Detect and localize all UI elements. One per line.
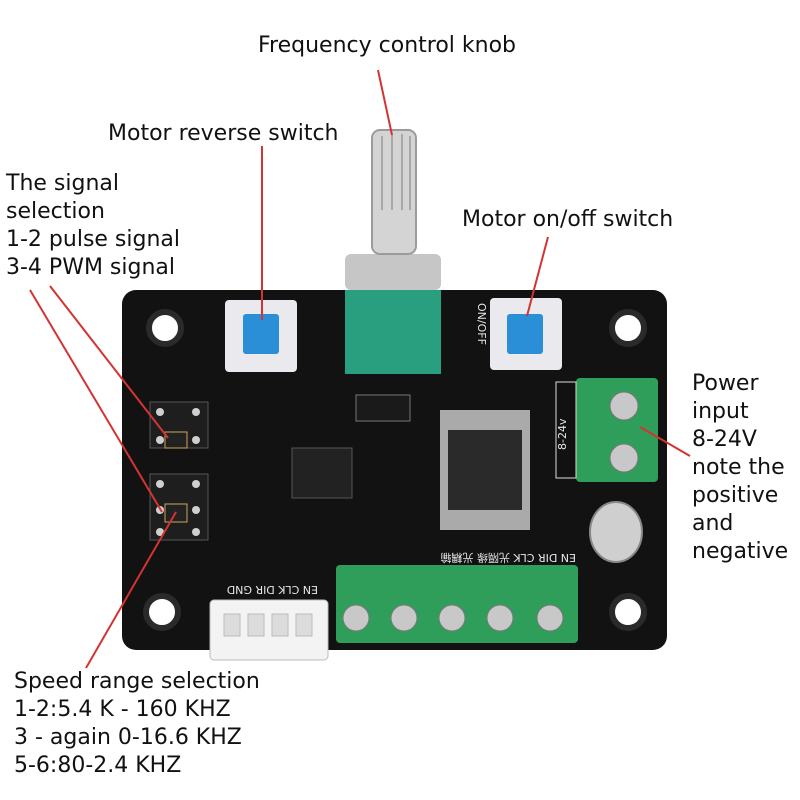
signal-jumper[interactable] <box>149 401 209 449</box>
reverse-switch-button[interactable] <box>243 314 279 354</box>
label-power-input: Power input 8-24V note the positive and … <box>692 371 789 564</box>
onoff-switch-button[interactable] <box>507 314 543 354</box>
capacitor-c6 <box>589 501 643 563</box>
silk-header: EN CLK DIR GND <box>227 583 318 596</box>
potentiometer-base <box>345 290 441 374</box>
chip-u1 <box>291 447 353 499</box>
label-frequency-knob: Frequency control knob <box>258 33 517 58</box>
silk-onoff: ON/OFF <box>475 303 488 345</box>
pcb-board <box>122 290 667 650</box>
label-signal-selection: The signal selection 1-2 pulse signal 3-… <box>6 171 181 280</box>
component-t050 <box>355 394 411 422</box>
silk-terminals: EN DIR CLK 光隔缘 光耦输 <box>440 551 576 565</box>
signal-terminal-block[interactable] <box>336 565 578 643</box>
label-speed-range: Speed range selection 1-2:5.4 K - 160 KH… <box>14 669 260 778</box>
potentiometer-nut <box>345 254 441 290</box>
label-reverse-switch: Motor reverse switch <box>108 121 339 146</box>
mounting-holes <box>143 309 647 631</box>
silk-power: 8-24v <box>556 418 569 450</box>
label-onoff-switch: Motor on/off switch <box>462 207 674 232</box>
leader-lines <box>29 69 691 669</box>
